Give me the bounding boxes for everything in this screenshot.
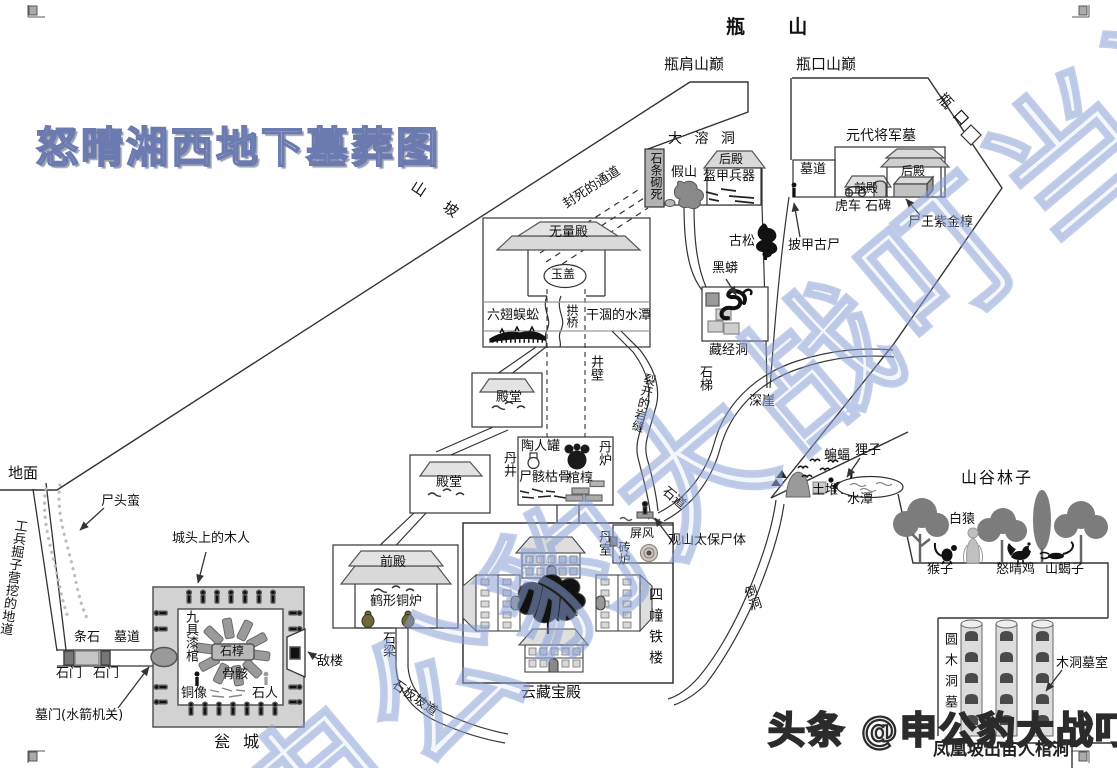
well-shaft-dashes	[546, 289, 586, 437]
centipede-icon	[489, 325, 546, 343]
pottery-jar-icon	[527, 452, 540, 470]
cinnabar-furnace-icon	[564, 443, 590, 470]
spiral-shell-icon	[639, 543, 659, 563]
scorpion-icon	[1039, 541, 1075, 560]
pavilion-south-icon	[517, 628, 590, 673]
jade-cover-icon	[543, 263, 587, 289]
pavilion-east-icon	[595, 573, 653, 633]
pond-icon	[836, 475, 904, 499]
arch-bridge-icon	[544, 295, 564, 348]
bottom-caption: 凤凰坡出苗人棺洞	[933, 740, 1069, 760]
daodong-path	[667, 499, 785, 706]
map-title: 怒晴湘西地下墓葬图	[35, 122, 442, 173]
annotation-arrows	[79, 198, 1063, 709]
wuliang-hall	[482, 217, 651, 353]
sapper-tunnel-lines	[32, 482, 67, 652]
author-byline: 头条 @申公豹大战叮当猫	[767, 708, 1117, 753]
stone-slope-path	[395, 666, 509, 744]
cinnabar-room	[609, 516, 674, 564]
rooster-icon	[1007, 542, 1031, 564]
log-tombs	[960, 619, 1054, 737]
hall-1	[471, 372, 543, 428]
pavilion-north-icon	[514, 536, 587, 579]
scripture-cave	[701, 286, 769, 342]
diamond-icon	[960, 124, 982, 146]
cracked-fissure-path	[632, 349, 659, 513]
alchemy-room	[517, 436, 614, 523]
crane-furnace-icon	[361, 610, 415, 628]
white-ape-icon	[962, 527, 984, 564]
mound-pond-area	[771, 458, 904, 499]
treasure-hall	[462, 500, 674, 684]
front-hall	[332, 544, 459, 667]
armored-corpse-icon	[791, 182, 797, 197]
monkey-icon	[933, 542, 957, 565]
yuan-general-tomb	[791, 124, 982, 199]
bones-scratches-icon	[209, 687, 246, 698]
black-python-icon	[719, 288, 753, 321]
ancient-pine-icon	[755, 223, 778, 260]
rockery-icon	[664, 180, 705, 210]
armor-weapons-icon	[705, 188, 755, 204]
wooden-men-icon	[153, 589, 303, 716]
log-tomb-column-icon	[995, 619, 1018, 737]
forest-tree-icon	[893, 490, 1108, 563]
corner-mark-icon	[27, 5, 1090, 763]
stone-sarcophagus-icon	[211, 643, 255, 661]
tiger-cart-icon	[844, 185, 873, 198]
log-tomb-column-icon	[960, 619, 983, 737]
bones-icon	[519, 488, 567, 499]
pavilion-west-icon	[462, 573, 521, 633]
watch-tower-icon	[286, 627, 306, 679]
corpse-king-coffin-icon	[892, 175, 935, 199]
stele-icon	[873, 180, 887, 198]
hall-2	[409, 454, 491, 514]
wengcheng	[57, 586, 306, 728]
stone-man-icon	[263, 671, 269, 685]
guanshan-corpse-icon	[636, 500, 654, 519]
valley-forest	[893, 490, 1108, 565]
mountain-outline	[0, 77, 1117, 768]
big-cave	[644, 148, 767, 291]
osmanthus-tree-icon	[517, 574, 586, 634]
stone-road-path	[657, 348, 895, 522]
coffin-bricks-icon	[565, 480, 605, 502]
log-tomb-column-icon	[1031, 619, 1054, 737]
mound-icon	[785, 471, 811, 498]
bronze-statue-icon	[194, 671, 200, 686]
entrance-plug-icon	[150, 646, 178, 668]
corpse-head-trails	[42, 483, 89, 622]
brick-furnace-icon	[609, 536, 618, 547]
bat-icon	[797, 458, 839, 479]
